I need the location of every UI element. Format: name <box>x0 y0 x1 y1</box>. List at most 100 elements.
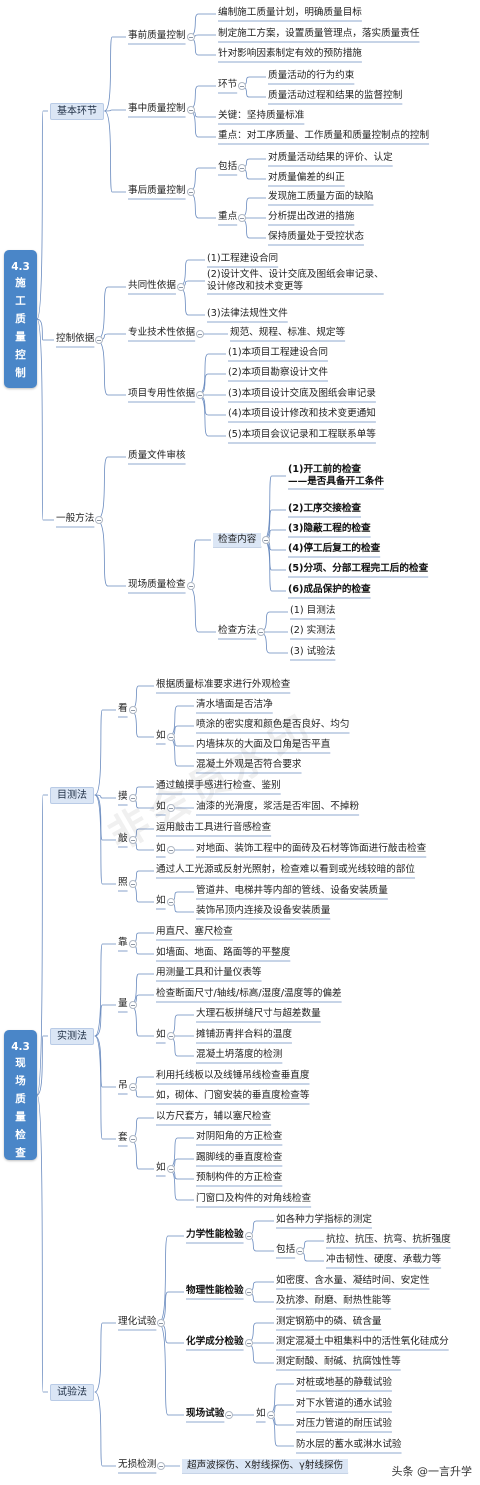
collapse-toggle-icon[interactable] <box>128 836 137 844</box>
node-c2b[interactable]: 量 <box>118 998 128 1010</box>
collapse-toggle-icon[interactable] <box>128 940 137 948</box>
collapse-toggle-icon[interactable] <box>128 880 137 888</box>
collapse-toggle-icon[interactable] <box>186 33 195 41</box>
node-b1a[interactable]: 事前质量控制 <box>128 30 186 42</box>
node-c1a2c[interactable]: 内墙抹灰的大面及口角是否平直 <box>196 739 330 751</box>
node-c3[interactable]: 试验法 <box>50 1384 94 1401</box>
node-b3b1d[interactable]: (4)停工后复工的检查 <box>288 543 380 555</box>
collapse-toggle-icon[interactable] <box>238 214 247 222</box>
collapse-toggle-icon[interactable] <box>166 1032 175 1040</box>
node-b1b1b[interactable]: 质量活动过程和结果的监督控制 <box>268 90 402 102</box>
node-c2d[interactable]: 套 <box>118 1132 128 1144</box>
node-c3a3[interactable]: 化学成分检验 <box>186 1336 244 1348</box>
node-c3a4x[interactable]: 如 <box>256 1408 266 1420</box>
node-c3a4b[interactable]: 对下水管道的通水试验 <box>296 1398 392 1410</box>
node-c3a1[interactable]: 力学性能检验 <box>186 1229 244 1241</box>
collapse-toggle-icon[interactable] <box>157 1462 166 1470</box>
node-c3a2[interactable]: 物理性能检验 <box>186 1285 244 1297</box>
collapse-toggle-icon[interactable] <box>95 516 104 524</box>
node-c1a1[interactable]: 根据质量标准要求进行外观检查 <box>156 679 290 691</box>
collapse-toggle-icon[interactable] <box>262 536 271 544</box>
node-b1c2[interactable]: 重点 <box>218 211 237 223</box>
node-c2b3a[interactable]: 大理石板拼缝尺寸与超差数量 <box>196 1008 321 1020</box>
node-b1a2[interactable]: 制定施工方案，设置质量管理点，落实质量责任 <box>218 28 419 40</box>
node-b1[interactable]: 基本环节 <box>50 103 104 120</box>
node-b3b2b[interactable]: (2) 实测法 <box>290 625 335 637</box>
node-b1a1[interactable]: 编制施工质量计划，明确质量目标 <box>218 7 362 19</box>
collapse-toggle-icon[interactable] <box>128 1135 137 1143</box>
node-c1b2[interactable]: 如 <box>156 801 166 813</box>
node-c2c2[interactable]: 如，砌体、门窗安装的垂直度检查等 <box>156 1090 310 1102</box>
collapse-toggle-icon[interactable] <box>128 1083 137 1091</box>
node-b2c5[interactable]: (5)本项目会议记录和工程联系单等 <box>228 429 376 441</box>
collapse-toggle-icon[interactable] <box>238 164 247 172</box>
node-c3a4d[interactable]: 防水层的蓄水或淋水试验 <box>296 1439 402 1451</box>
node-c1d1[interactable]: 通过人工光源或反射光照射，检查难以看到或光线较暗的部位 <box>156 864 415 876</box>
node-c2b2[interactable]: 检查断面尺寸/轴线/标高/湿度/温度等的偏差 <box>156 988 342 1000</box>
node-c1a2d[interactable]: 混凝土外观是否符合要求 <box>196 759 302 771</box>
collapse-toggle-icon[interactable] <box>186 106 195 114</box>
node-b2b1[interactable]: 规范、规程、标准、规定等 <box>230 327 345 339</box>
node-c3a1b1[interactable]: 抗拉、抗压、抗弯、抗折强度 <box>326 1234 451 1246</box>
collapse-toggle-icon[interactable] <box>176 283 185 291</box>
node-c2a1[interactable]: 用直尺、塞尺检查 <box>156 926 233 938</box>
collapse-toggle-icon[interactable] <box>157 1319 166 1327</box>
node-c1b2a[interactable]: 油漆的光滑度，浆活是否牢固、不掉粉 <box>196 801 359 813</box>
node-c3a1b[interactable]: 包括 <box>276 1244 295 1256</box>
node-c1c[interactable]: 敲 <box>118 833 128 845</box>
node-b1c1[interactable]: 包括 <box>218 161 237 173</box>
node-b3b1c[interactable]: (3)隐蔽工程的检查 <box>288 523 371 535</box>
collapse-toggle-icon[interactable] <box>238 82 247 90</box>
node-c2b3b[interactable]: 摊铺沥青拌合料的温度 <box>196 1029 292 1041</box>
node-c1c2a[interactable]: 对地面、装饰工程中的面砖及石材等饰面进行敲击检查 <box>196 843 426 855</box>
collapse-toggle-icon[interactable] <box>166 1165 175 1173</box>
node-c2b1[interactable]: 用测量工具和计量仪表等 <box>156 967 262 979</box>
node-b1c2c[interactable]: 保持质量处于受控状态 <box>268 231 364 243</box>
node-c3a2b[interactable]: 及抗渗、耐磨、耐热性能等 <box>276 1295 391 1307</box>
node-c1c2[interactable]: 如 <box>156 843 166 855</box>
node-b3b[interactable]: 现场质量检查 <box>128 579 186 591</box>
node-c1d2b[interactable]: 装饰吊顶内连接及设备安装质量 <box>196 905 330 917</box>
node-c1a2a[interactable]: 清水墙面是否洁净 <box>196 699 273 711</box>
node-c2d2b[interactable]: 踢脚线的垂直度检查 <box>196 1152 282 1164</box>
node-b1c1a[interactable]: 对质量活动结果的评价、认定 <box>268 152 393 164</box>
node-c2d1[interactable]: 以方尺套方，辅以塞尺检查 <box>156 1111 271 1123</box>
node-c2d2c[interactable]: 预制构件的方正检查 <box>196 1172 282 1184</box>
node-b3b1a[interactable]: (1)开工前的检查——是否具备开工条件 <box>288 464 384 488</box>
node-b3b2a[interactable]: (1) 目测法 <box>290 605 335 617</box>
node-c3a4a[interactable]: 对桩或地基的静载试验 <box>296 1377 392 1389</box>
node-c1a[interactable]: 看 <box>118 703 128 715</box>
collapse-toggle-icon[interactable] <box>166 898 175 906</box>
node-b1b1[interactable]: 环节 <box>218 79 237 91</box>
node-b2c2[interactable]: (2)本项目勘察设计文件 <box>228 367 328 379</box>
collapse-toggle-icon[interactable] <box>244 1339 253 1347</box>
node-b1b3[interactable]: 重点：对工序质量、工作质量和质量控制点的控制 <box>218 130 429 142</box>
node-c3a4c[interactable]: 对压力管道的耐压试验 <box>296 1418 392 1430</box>
node-c1c1[interactable]: 运用敲击工具进行音感检查 <box>156 822 271 834</box>
node-c1d[interactable]: 照 <box>118 877 128 889</box>
node-c1b1[interactable]: 通过触摸手感进行检查、鉴别 <box>156 780 281 792</box>
node-b1a3[interactable]: 针对影响因素制定有效的预防措施 <box>218 48 362 60</box>
node-c3a2a[interactable]: 如密度、含水量、凝结时间、安定性 <box>276 1275 430 1287</box>
node-c3a[interactable]: 理化试验 <box>118 1316 156 1328</box>
collapse-toggle-icon[interactable] <box>166 733 175 741</box>
collapse-toggle-icon[interactable] <box>196 330 205 338</box>
node-c2b3[interactable]: 如 <box>156 1029 166 1041</box>
node-b2c3[interactable]: (3)本项目设计交底及图纸会审记录 <box>228 388 376 400</box>
node-b3b1[interactable]: 检查内容 <box>213 533 262 547</box>
collapse-toggle-icon[interactable] <box>128 706 137 714</box>
node-c3a1b2[interactable]: 冲击韧性、硬度、承载力等 <box>326 1254 441 1266</box>
node-c3b1[interactable]: 超声波探伤、X射线探伤、γ射线探伤 <box>182 1459 349 1473</box>
node-b1c1b[interactable]: 对质量偏差的纠正 <box>268 172 345 184</box>
node-b3a[interactable]: 质量文件审核 <box>128 450 186 462</box>
node-c2a2[interactable]: 如墙面、地面、路面等的平整度 <box>156 947 290 959</box>
node-c1b[interactable]: 摸 <box>118 791 128 803</box>
node-c1d2[interactable]: 如 <box>156 895 166 907</box>
collapse-toggle-icon[interactable] <box>128 794 137 802</box>
node-c2d2[interactable]: 如 <box>156 1162 166 1174</box>
node-c2c[interactable]: 吊 <box>118 1080 128 1092</box>
node-b2a1[interactable]: (1)工程建设合同 <box>207 253 278 265</box>
node-b3b1f[interactable]: (6)成品保护的检查 <box>288 584 371 596</box>
node-b3b2c[interactable]: (3) 试验法 <box>290 646 335 658</box>
